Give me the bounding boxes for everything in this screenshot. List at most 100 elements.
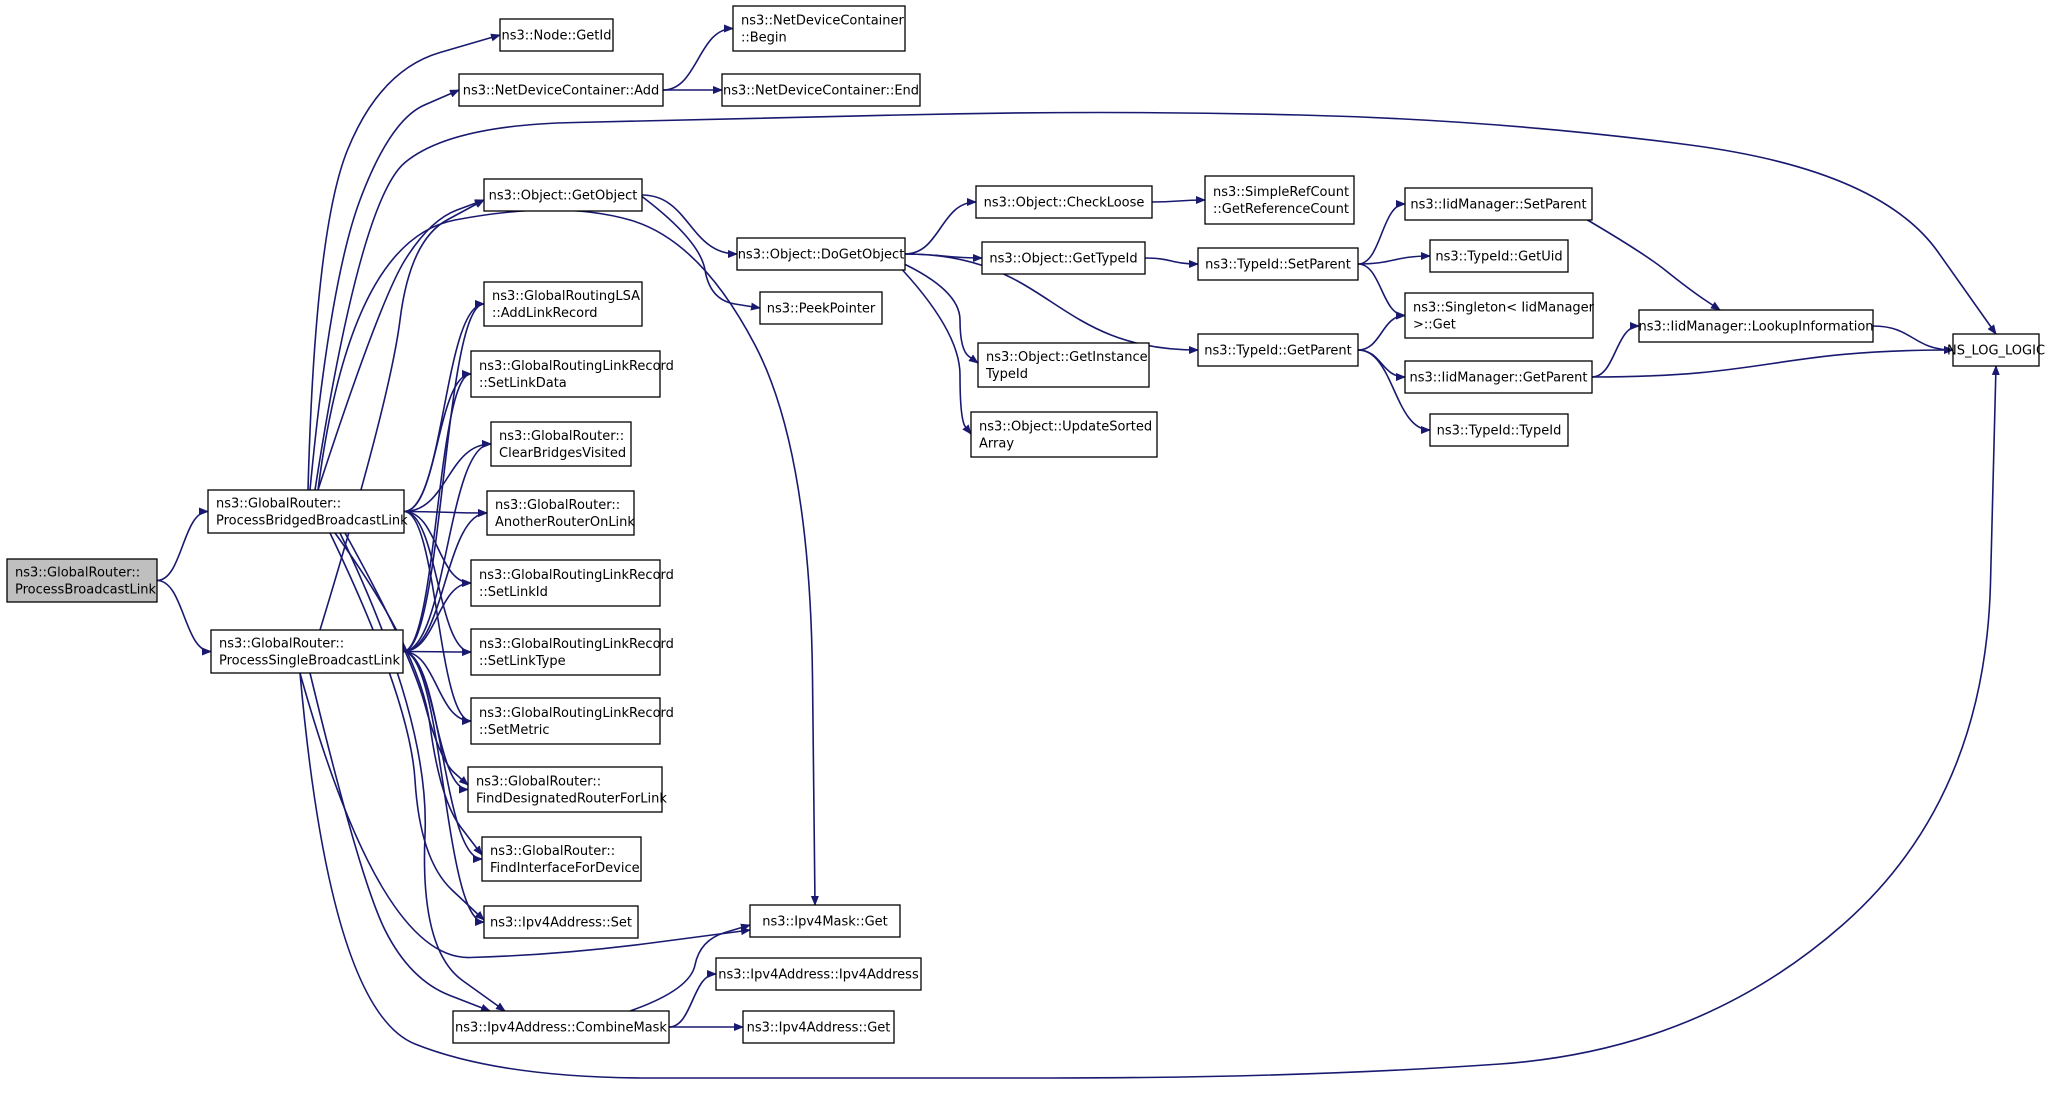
node-object-checkloose[interactable]: ns3::Object::CheckLoose	[975, 185, 1153, 219]
node-label-line: ns3::GlobalRouter::	[495, 498, 620, 513]
node-label-line: ns3::NetDeviceContainer::Add	[463, 84, 660, 99]
node-iidmgr-getparent[interactable]: ns3::IidManager::GetParent	[1404, 360, 1593, 394]
edge-typeid_getparent-to-iidmgr_getparent	[1357, 349, 1406, 381]
node-label-line: ns3::Object::GetInstance	[986, 350, 1148, 365]
edge-process_bridged-to-lsa_addlinkrecord	[403, 300, 485, 513]
node-label-line: ProcessSingleBroadcastLink	[219, 654, 401, 669]
edge-object_dogetobject-to-object_getinstancetypeid	[899, 261, 979, 364]
node-iidmgr-lookup[interactable]: ns3::IidManager::LookupInformation	[1638, 309, 1874, 343]
node-box	[483, 178, 643, 212]
node-box	[210, 629, 404, 674]
node-label-line: ns3::Singleton< IidManager	[1413, 301, 1595, 316]
node-typeid-typeid[interactable]: ns3::TypeId::TypeId	[1429, 413, 1569, 447]
node-box	[1638, 309, 1874, 343]
node-box	[481, 836, 642, 882]
node-ipv4addr-set[interactable]: ns3::Ipv4Address::Set	[483, 905, 639, 939]
node-process-single[interactable]: ns3::GlobalRouter::ProcessSingleBroadcas…	[210, 629, 404, 674]
edge-object_getobject-to-peekpointer	[639, 194, 761, 311]
edge-typeid_getparent-to-typeid_typeid	[1357, 349, 1431, 434]
node-ipv4mask-get[interactable]: ns3::Ipv4Mask::Get	[749, 904, 901, 938]
node-box	[1197, 333, 1359, 367]
node-label-line: ns3::Object::DoGetObject	[738, 248, 905, 263]
node-label-line: FindDesignatedRouterForLink	[476, 792, 667, 807]
node-label-line: ns3::GlobalRoutingLinkRecord	[479, 568, 674, 583]
node-ndc-begin[interactable]: ns3::NetDeviceContainer::Begin	[732, 5, 906, 52]
edge-process_single-to-ipv4addr_set	[402, 650, 485, 926]
node-process-bridged[interactable]: ns3::GlobalRouter::ProcessBridgedBroadca…	[207, 489, 408, 534]
node-glr-setlinkid[interactable]: ns3::GlobalRoutingLinkRecord::SetLinkId	[470, 559, 674, 607]
node-box	[470, 350, 661, 398]
edges-layer	[156, 24, 2000, 1079]
edge-typeid_setparent-to-singleton_get	[1357, 263, 1406, 320]
edge-process_bridged-to-ndc_add	[309, 89, 460, 491]
edge-process_single-to-lsa_addlinkrecord	[402, 300, 485, 653]
node-box	[458, 73, 664, 107]
node-label-line: ns3::Ipv4Address::Set	[490, 916, 632, 931]
node-ipv4addr-ctor[interactable]: ns3::Ipv4Address::Ipv4Address	[715, 957, 922, 991]
node-box	[975, 185, 1153, 219]
node-label-line: ns3::Object::UpdateSorted	[979, 420, 1152, 435]
node-node-getid[interactable]: ns3::Node::GetId	[499, 18, 614, 52]
edge-process_bridged-to-ns_log_logic	[314, 111, 1997, 491]
node-gr-anotherrouter[interactable]: ns3::GlobalRouter::AnotherRouterOnLink	[486, 490, 635, 536]
edge-iidmgr_getparent-to-iidmgr_lookup	[1591, 322, 1640, 378]
node-label-line: ::SetLinkId	[479, 585, 548, 600]
edge-ipv4addr_combinemask-to-ipv4addr_ctor	[668, 970, 717, 1028]
node-box	[470, 697, 661, 745]
edge-object_gettypeid-to-typeid_setparent	[1144, 257, 1199, 268]
node-box	[6, 558, 158, 603]
node-label-line: ns3::GlobalRouter::	[476, 775, 601, 790]
node-object-getobject[interactable]: ns3::Object::GetObject	[483, 178, 643, 212]
node-lsa-addlinkrecord[interactable]: ns3::GlobalRoutingLSA::AddLinkRecord	[483, 281, 643, 327]
edge-process_bridged-to-object_getobject	[317, 199, 485, 491]
node-label-line: ::SetLinkData	[479, 376, 567, 391]
node-label-line: ns3::GlobalRouter::	[15, 566, 140, 581]
node-typeid-getparent[interactable]: ns3::TypeId::GetParent	[1197, 333, 1359, 367]
node-iidmgr-setparent[interactable]: ns3::IidManager::SetParent	[1404, 187, 1593, 221]
node-ndc-add[interactable]: ns3::NetDeviceContainer::Add	[458, 73, 664, 107]
node-label-line: ns3::GlobalRoutingLinkRecord	[479, 637, 674, 652]
node-typeid-getuid[interactable]: ns3::TypeId::GetUid	[1429, 239, 1569, 273]
node-label-line: ProcessBroadcastLink	[15, 583, 157, 598]
edge-process_bridged-to-ipv4addr_set	[329, 532, 485, 921]
edge-typeid_setparent-to-typeid_getuid	[1357, 252, 1431, 265]
node-box	[1204, 175, 1355, 225]
edge-typeid_getparent-to-singleton_get	[1357, 311, 1406, 351]
node-label-line: ns3::Object::GetObject	[489, 189, 638, 204]
node-simplerefcount[interactable]: ns3::SimpleRefCount::GetReferenceCount	[1204, 175, 1355, 225]
node-glr-setlinktype[interactable]: ns3::GlobalRoutingLinkRecord::SetLinkTyp…	[470, 628, 674, 676]
node-box	[759, 291, 883, 325]
node-label-line: ns3::Object::GetTypeId	[989, 252, 1137, 267]
node-label-line: ns3::TypeId::GetParent	[1204, 344, 1352, 359]
node-object-gettypeid[interactable]: ns3::Object::GetTypeId	[981, 241, 1146, 275]
node-label-line: ProcessBridgedBroadcastLink	[216, 514, 408, 529]
node-label-line: ns3::GlobalRoutingLinkRecord	[479, 359, 674, 374]
node-ipv4addr-get[interactable]: ns3::Ipv4Address::Get	[742, 1010, 895, 1044]
node-glr-setlinkdata[interactable]: ns3::GlobalRoutingLinkRecord::SetLinkDat…	[470, 350, 674, 398]
node-object-dogetobject[interactable]: ns3::Object::DoGetObject	[736, 237, 906, 271]
node-ipv4addr-combinemask[interactable]: ns3::Ipv4Address::CombineMask	[452, 1010, 670, 1044]
node-label-line: AnotherRouterOnLink	[495, 515, 635, 530]
node-gr-findinterface[interactable]: ns3::GlobalRouter::FindInterfaceForDevic…	[481, 836, 642, 882]
edge-process_single-to-gr_clearbridges	[402, 440, 492, 653]
node-glr-setmetric[interactable]: ns3::GlobalRoutingLinkRecord::SetMetric	[470, 697, 674, 745]
node-label-line: ns3::GlobalRoutingLSA	[492, 289, 640, 304]
node-process-broadcast-link[interactable]: ns3::GlobalRouter::ProcessBroadcastLink	[6, 558, 158, 603]
node-singleton-get[interactable]: ns3::Singleton< IidManager >::Get	[1404, 292, 1595, 339]
edge-object_getobject-to-object_dogetobject	[641, 194, 738, 258]
node-box	[977, 342, 1150, 388]
node-ndc-end[interactable]: ns3::NetDeviceContainer::End	[721, 73, 921, 107]
node-ns-log-logic[interactable]: NS_LOG_LOGIC	[1947, 333, 2045, 367]
edge-process_bridged-to-gr_anotherrouter	[403, 508, 488, 517]
edge-process_broadcast_link-to-process_single	[156, 579, 212, 656]
node-gr-finddesignated[interactable]: ns3::GlobalRouter::FindDesignatedRouterF…	[467, 766, 667, 813]
node-label-line: ns3::GlobalRouter::	[499, 429, 624, 444]
edge-process_single-to-glr_setlinkdata	[402, 370, 472, 653]
nodes-layer: ns3::GlobalRouter::ProcessBroadcastLinkn…	[6, 5, 2045, 1044]
node-gr-clearbridges[interactable]: ns3::GlobalRouter::ClearBridgesVisited	[490, 421, 632, 467]
node-peekpointer[interactable]: ns3::PeekPointer	[759, 291, 883, 325]
node-typeid-setparent[interactable]: ns3::TypeId::SetParent	[1197, 247, 1359, 281]
node-label-line: ns3::GlobalRouter::	[216, 497, 341, 512]
